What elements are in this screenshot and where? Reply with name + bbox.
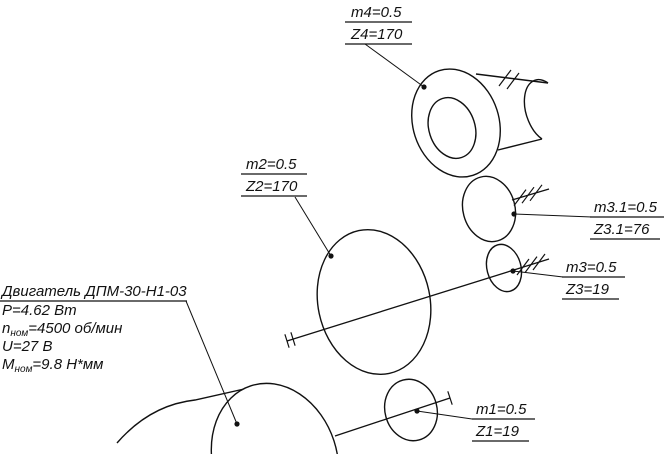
- drum-z4: [411, 68, 549, 178]
- shaft-right-hatch-3: [532, 253, 546, 271]
- gear-label-m1: m1=0.5 Z1=19: [475, 401, 527, 440]
- m3-module-text: m3=0.5: [566, 259, 617, 276]
- drum-top-line: [475, 73, 549, 84]
- shaft-left-tick-1: [284, 334, 290, 348]
- z31-hatch-2: [521, 186, 535, 204]
- z31-hatch-3: [529, 184, 543, 202]
- m3-teeth-text: Z3=19: [565, 281, 610, 298]
- leader-dot-m1: [414, 408, 420, 414]
- gear-label-m3: m3=0.5 Z3=19: [565, 259, 617, 298]
- leader-dot-m31: [511, 211, 517, 217]
- intermediate-shaft-line: [286, 258, 550, 342]
- m4-module-text: m4=0.5: [351, 4, 402, 21]
- leader-dot-m3: [510, 268, 516, 274]
- m31-module-text: m3.1=0.5: [594, 199, 658, 216]
- motor-shaft-line: [334, 397, 451, 437]
- m4-teeth-text: Z4=170: [350, 26, 403, 43]
- m2-module-text: m2=0.5: [246, 156, 297, 173]
- leader-m2: [294, 196, 332, 257]
- gear-z31-ellipse: [461, 175, 517, 243]
- motor-body: [116, 382, 340, 454]
- leader-m1: [416, 410, 473, 420]
- drum-bore: [427, 96, 477, 160]
- shaft-right-hatch-1: [516, 258, 530, 276]
- gear-z1-ellipse: [383, 378, 439, 442]
- drum-end-arc: [523, 79, 549, 140]
- leader-dot-m4: [421, 84, 427, 90]
- motor-torque-text: Mном=9.8 Н*мм: [2, 356, 103, 375]
- gear-z3-ellipse: [485, 243, 523, 293]
- z31-hatch-1: [513, 189, 527, 206]
- drum-break-slash-2: [506, 72, 520, 90]
- drum-break-slash-1: [498, 69, 512, 87]
- z31-shaft: [511, 184, 550, 206]
- shaft-right-hatch-2: [524, 256, 538, 273]
- shaft-left-tick-2: [290, 332, 296, 346]
- gear-label-m2: m2=0.5 Z2=170: [245, 156, 298, 195]
- m2-teeth-text: Z2=170: [245, 178, 298, 195]
- m1-teeth-text: Z1=19: [475, 423, 520, 440]
- leader-m3: [512, 270, 564, 278]
- motor-rear-outline: [116, 386, 254, 444]
- leader-m4: [364, 43, 425, 88]
- leader-dot-motor: [234, 421, 240, 427]
- leader-m31: [513, 213, 593, 218]
- motor-speed-text: nном=4500 об/мин: [2, 320, 122, 339]
- motor-power-text: P=4.62 Вт: [2, 302, 77, 319]
- gear-label-m31: m3.1=0.5 Z3.1=76: [593, 199, 658, 238]
- leader-dot-m2: [328, 253, 334, 259]
- m31-teeth-text: Z3.1=76: [593, 221, 650, 238]
- gear-label-m4: m4=0.5 Z4=170: [350, 4, 403, 43]
- gear-z2-ellipse: [316, 228, 432, 376]
- motor-spec-block: Двигатель ДПМ-30-Н1-03 P=4.62 Вт nном=45…: [0, 283, 187, 375]
- drum-bottom-line: [497, 138, 543, 151]
- motor-front-face: [210, 382, 340, 454]
- motor-shaft-end-tick: [447, 391, 453, 405]
- leaders: [185, 43, 593, 427]
- m1-module-text: m1=0.5: [476, 401, 527, 418]
- intermediate-shaft: [284, 253, 550, 348]
- label-shelves: [0, 21, 664, 442]
- motor-shaft: [334, 391, 453, 437]
- leader-motor: [185, 300, 238, 425]
- motor-title-text: Двигатель ДПМ-30-Н1-03: [0, 283, 187, 300]
- z31-shaft-line: [511, 188, 550, 201]
- motor-voltage-text: U=27 В: [2, 338, 52, 355]
